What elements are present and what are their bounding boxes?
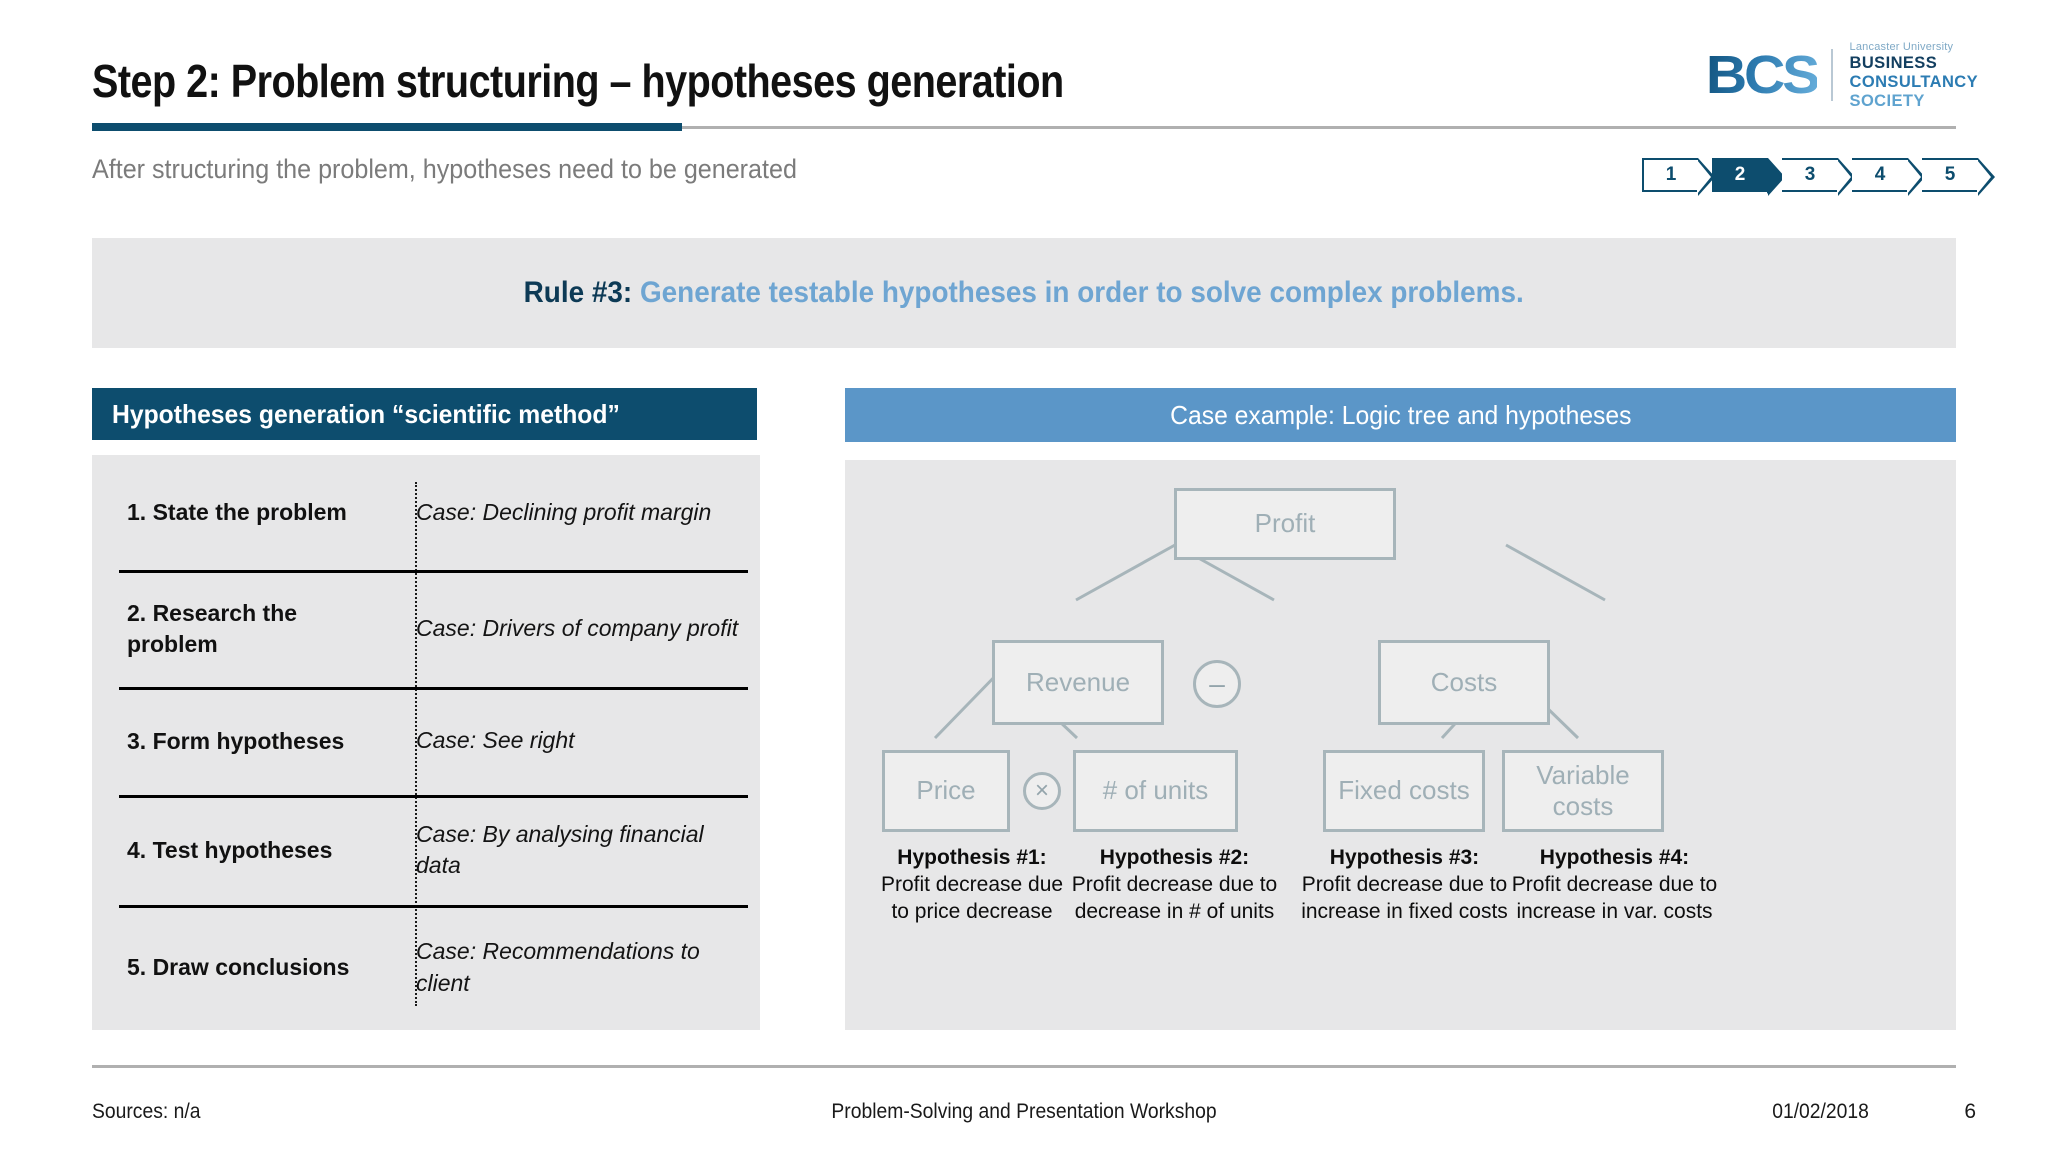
rule-body: Generate testable hypotheses in order to… [640,276,1525,309]
title-rule [92,126,1956,129]
tree-node-profit: Profit [1174,488,1396,560]
hypothesis-line1: Profit decrease due [880,872,1064,896]
operator-symbol: – [1209,668,1225,699]
table-cell-case: Case: Drivers of company profit [416,614,739,641]
tree-node-variable-costs: Variable costs [1502,750,1664,832]
hypothesis-line2: increase in var. costs [1516,899,1713,923]
footer-divider [92,1065,1956,1068]
hypothesis-line1: Profit decrease due to [1511,872,1718,896]
step-chevron-4[interactable]: 4 [1852,157,1925,196]
multiply-operator-icon: × [1023,772,1061,810]
hypothesis-line1: Profit decrease due to [1071,872,1278,896]
logo-wordmark: Lancaster University BUSINESS CONSULTANC… [1850,40,1978,111]
tree-node-label: # of units [1102,775,1209,806]
table-cell-case: Case: Declining profit margin [416,498,712,525]
rule-banner: Rule #3: Generate testable hypotheses in… [92,238,1956,348]
logo-line-business: BUSINESS [1849,53,1938,72]
tree-connector-lines [933,543,1606,740]
logic-tree: Profit Revenue – Costs Price × # of unit… [845,460,1956,1030]
logo-mark: BCS [1705,45,1819,105]
hypothesis-line2: increase in fixed costs [1301,899,1508,923]
rule-banner-text: Rule #3: Generate testable hypotheses in… [524,276,1524,310]
footer-page-number: 6 [1964,1100,1976,1123]
tree-node-label: Costs [1430,666,1498,697]
hypothesis-title: Hypothesis #3: [1329,846,1480,869]
hypothesis-1: Hypothesis #1: Profit decrease due to pr… [867,845,1077,926]
page-title: Step 2: Problem structuring – hypotheses… [92,55,1064,107]
hypothesis-title: Hypothesis #2: [1099,846,1250,869]
logo-line-society: SOCIETY [1849,91,1925,110]
hypothesis-line1: Profit decrease due to [1301,872,1508,896]
left-panel-header-label: Hypotheses generation “scientific method… [112,398,620,429]
table-cell-case: Case: By analysing financial data [416,820,704,878]
tree-node-label: Variable costs [1536,759,1630,821]
title-accent-bar [92,123,682,131]
table-cell-step: 4. Test hypotheses [127,836,333,863]
table-row: 2. Research the problem Case: Drivers of… [92,570,760,687]
tree-node-fixed-costs: Fixed costs [1323,750,1485,832]
logo-university: Lancaster University [1849,40,1954,53]
tree-node-label: Profit [1254,508,1316,539]
hypothesis-line2: to price decrease [891,899,1053,923]
tree-node-label: Fixed costs [1338,775,1470,806]
hypothesis-2: Hypothesis #2: Profit decrease due to de… [1067,845,1282,926]
step-chevron-1[interactable]: 1 [1642,157,1715,196]
hypothesis-4: Hypothesis #4: Profit decrease due to in… [1507,845,1722,926]
table-cell-step: 1. State the problem [127,499,347,526]
table-cell-step: 2. Research the problem [127,600,298,657]
table-cell-case: Case: See right [416,727,575,754]
table-cell-case: Case: Recommendations to client [416,938,700,996]
left-panel-header: Hypotheses generation “scientific method… [92,388,757,440]
hypothesis-title: Hypothesis #4: [1539,846,1690,869]
right-panel-header: Case example: Logic tree and hypotheses [845,388,1956,442]
table-row: 1. State the problem Case: Declining pro… [92,455,760,570]
tree-node-costs: Costs [1378,640,1550,725]
hypothesis-title: Hypothesis #1: [897,846,1047,869]
right-panel-header-label: Case example: Logic tree and hypotheses [1169,399,1632,430]
step-chevron-5[interactable]: 5 [1922,157,1995,196]
page-subtitle: After structuring the problem, hypothese… [92,154,797,184]
table-row: 4. Test hypotheses Case: By analysing fi… [92,795,760,905]
step-chevron-3[interactable]: 3 [1782,157,1855,196]
logo-line-consultancy: CONSULTANCY [1849,72,1978,91]
tree-node-label: Revenue [1025,666,1131,697]
operator-symbol: × [1034,777,1049,804]
hypothesis-line2: decrease in # of units [1074,899,1275,923]
table-column-divider [415,482,417,1006]
tree-node-units: # of units [1073,750,1238,832]
logic-tree-panel: Profit Revenue – Costs Price × # of unit… [845,460,1956,1030]
table-row: 3. Form hypotheses Case: See right [92,687,760,795]
minus-operator-icon: – [1193,660,1241,708]
tree-node-price: Price [882,750,1010,832]
tree-node-label: Price [916,775,976,806]
footer-date: 01/02/2018 [1772,1100,1869,1123]
step-indicator[interactable]: 1 2 3 4 5 [1642,157,1995,196]
table-cell-step: 5. Draw conclusions [127,954,350,981]
tree-node-revenue: Revenue [992,640,1164,725]
table-row: 5. Draw conclusions Case: Recommendation… [92,905,760,1030]
step-chevron-2[interactable]: 2 [1712,157,1785,196]
hypothesis-3: Hypothesis #3: Profit decrease due to in… [1297,845,1512,926]
bcs-logo: BCS Lancaster University BUSINESS CONSUL… [1705,41,1978,110]
rule-label: Rule #3: [523,276,633,309]
scientific-method-table: 1. State the problem Case: Declining pro… [92,455,760,1030]
table-cell-step: 3. Form hypotheses [127,727,345,754]
logo-divider [1830,49,1833,101]
footer-workshop: Problem-Solving and Presentation Worksho… [831,1100,1217,1123]
footer-sources: Sources: n/a [92,1100,201,1123]
